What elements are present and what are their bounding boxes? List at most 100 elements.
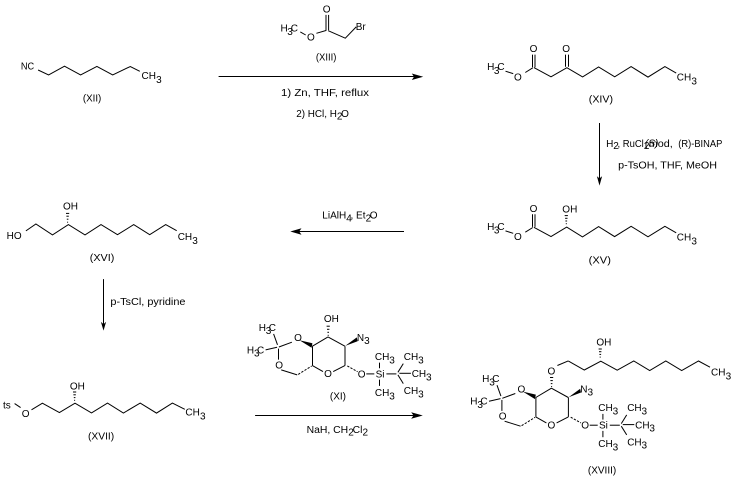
svg-text:CH: CH: [375, 388, 389, 399]
svg-text:O: O: [562, 44, 570, 55]
svg-text:3: 3: [287, 27, 293, 38]
svg-text:p-TsCl, pyridine: p-TsCl, pyridine: [110, 297, 186, 308]
svg-text:C: C: [269, 323, 276, 334]
svg-text:CH: CH: [635, 420, 649, 431]
svg-text:O: O: [514, 72, 522, 83]
svg-text:3: 3: [192, 236, 198, 247]
svg-text:CH: CH: [404, 352, 418, 363]
svg-text:3: 3: [494, 226, 500, 237]
svg-text:3: 3: [266, 326, 272, 337]
svg-text:2: 2: [363, 428, 369, 439]
svg-text:CH: CH: [598, 403, 612, 414]
svg-text:O: O: [323, 4, 331, 15]
svg-text:O: O: [548, 367, 556, 378]
svg-text:(XVIII): (XVIII): [588, 466, 616, 477]
svg-text:(XII): (XII): [83, 93, 101, 104]
svg-text:NC: NC: [21, 62, 34, 73]
svg-text:NaH, CH: NaH, CH: [307, 425, 349, 436]
svg-text:H: H: [482, 374, 489, 385]
svg-text:O: O: [324, 369, 332, 380]
svg-text:3: 3: [418, 355, 424, 366]
svg-text:OH: OH: [562, 204, 577, 215]
svg-text:O: O: [275, 360, 283, 371]
svg-text:O: O: [581, 421, 589, 432]
svg-text:1) Zn, THF, reflux: 1) Zn, THF, reflux: [281, 88, 369, 99]
svg-text:O: O: [518, 384, 526, 395]
svg-text:CH: CH: [627, 403, 641, 414]
svg-text:CH: CH: [412, 369, 426, 380]
svg-text:3: 3: [389, 355, 395, 366]
svg-text:CH: CH: [185, 407, 199, 418]
svg-text:Si: Si: [376, 369, 385, 380]
svg-text:C: C: [257, 345, 264, 356]
svg-text:LiAlH: LiAlH: [322, 210, 346, 221]
svg-text:O: O: [341, 109, 349, 120]
svg-text:CH: CH: [142, 71, 156, 82]
svg-text:CH: CH: [178, 232, 192, 243]
svg-text:3: 3: [364, 336, 370, 347]
svg-text:2) HCl, H: 2) HCl, H: [296, 109, 337, 120]
svg-text:3: 3: [494, 66, 500, 77]
svg-text:(XV): (XV): [589, 255, 611, 266]
svg-text:H: H: [606, 139, 613, 150]
svg-text:CH: CH: [711, 368, 725, 379]
svg-text:O: O: [530, 204, 538, 215]
svg-text:Si: Si: [599, 421, 608, 432]
svg-text:3: 3: [426, 372, 432, 383]
svg-text:mod,: mod,: [649, 139, 673, 150]
svg-text:C: C: [497, 62, 504, 73]
svg-text:3: 3: [588, 387, 594, 398]
svg-text:(R)-BINAP: (R)-BINAP: [678, 139, 722, 150]
svg-text:(XIII): (XIII): [316, 52, 337, 63]
svg-text:OH: OH: [70, 381, 85, 392]
svg-text:H: H: [259, 323, 266, 334]
svg-text:OH: OH: [63, 202, 78, 213]
svg-text:H: H: [470, 397, 477, 408]
svg-text:N: N: [580, 384, 587, 395]
svg-text:(S): (S): [645, 139, 658, 150]
svg-text:3: 3: [418, 389, 424, 400]
svg-text:2: 2: [644, 141, 650, 152]
svg-text:O: O: [22, 409, 30, 420]
svg-text:3: 3: [200, 411, 206, 422]
svg-text:CH: CH: [677, 232, 691, 243]
svg-text:O: O: [358, 369, 366, 380]
svg-text:H: H: [487, 62, 494, 73]
svg-text:C: C: [497, 222, 504, 233]
svg-text:(XIV): (XIV): [589, 95, 613, 106]
svg-text:(XI): (XI): [330, 392, 346, 403]
svg-text:Cl: Cl: [353, 425, 363, 436]
svg-text:OH: OH: [596, 337, 611, 348]
svg-text:Br: Br: [356, 22, 367, 33]
svg-text:(XVII): (XVII): [88, 432, 114, 443]
svg-text:HO: HO: [7, 231, 22, 242]
svg-text:CH: CH: [598, 439, 612, 450]
svg-text:2: 2: [337, 111, 343, 122]
svg-text:O: O: [514, 232, 522, 243]
svg-text:CH: CH: [677, 73, 691, 84]
svg-text:O: O: [530, 44, 538, 55]
svg-text:C: C: [480, 397, 487, 408]
svg-text:O: O: [548, 421, 556, 432]
svg-text:3: 3: [642, 407, 648, 418]
svg-text:H: H: [247, 345, 254, 356]
svg-text:C: C: [291, 24, 298, 35]
svg-text:4: 4: [346, 213, 352, 224]
svg-text:3: 3: [613, 443, 619, 454]
svg-text:CH: CH: [627, 437, 641, 448]
svg-text:, RuCl: , RuCl: [618, 139, 644, 150]
svg-text:O: O: [307, 33, 315, 44]
svg-text:3: 3: [726, 372, 732, 383]
svg-text:3: 3: [642, 441, 648, 452]
svg-text:CH: CH: [404, 386, 418, 397]
svg-text:O: O: [294, 333, 302, 344]
svg-text:CH: CH: [375, 352, 389, 363]
svg-text:N: N: [357, 333, 364, 344]
svg-text:p-TsOH, THF, MeOH: p-TsOH, THF, MeOH: [618, 160, 717, 171]
svg-text:ts: ts: [3, 401, 11, 412]
svg-text:3: 3: [613, 407, 619, 418]
svg-text:3: 3: [649, 424, 655, 435]
svg-text:3: 3: [691, 77, 697, 88]
svg-text:3: 3: [389, 391, 395, 402]
svg-text:3: 3: [156, 75, 162, 86]
